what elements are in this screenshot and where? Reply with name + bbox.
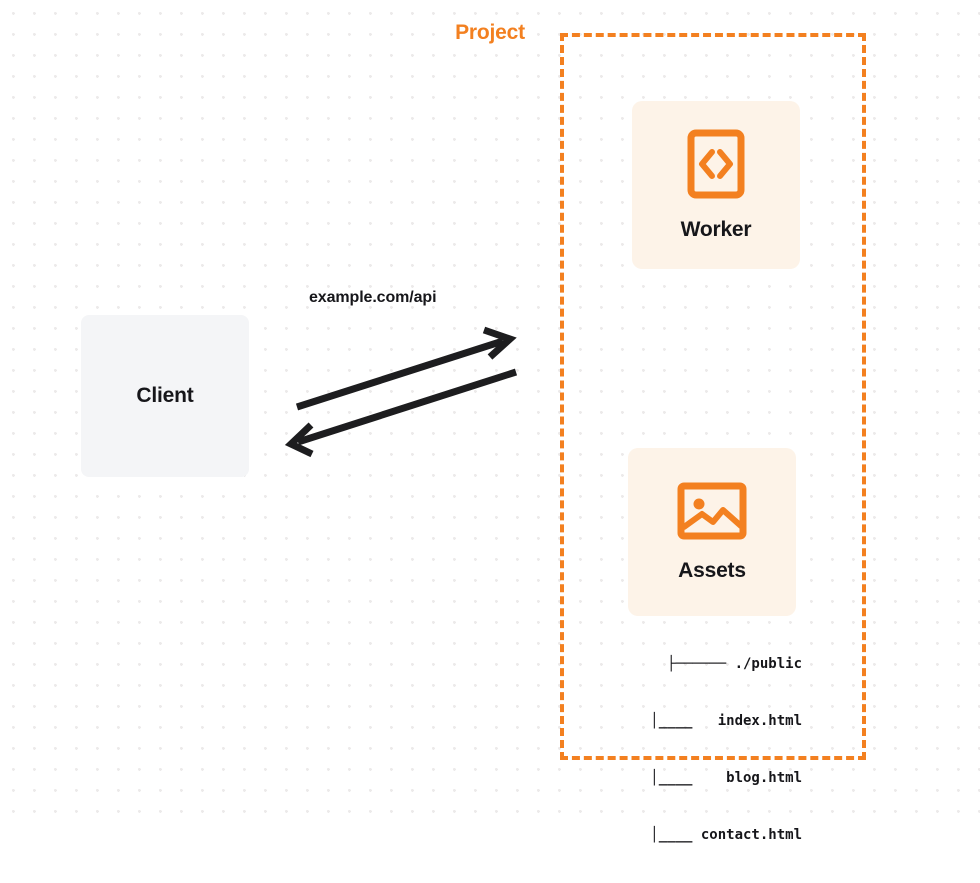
project-title: Project bbox=[448, 21, 532, 45]
worker-card[interactable]: Worker bbox=[632, 101, 800, 269]
response-arrow bbox=[284, 368, 518, 458]
image-photo-icon bbox=[677, 482, 747, 545]
diagram-canvas: Client example.com/api Project Worker bbox=[0, 0, 980, 843]
assets-file-tree: ├────── ./public │____ index.html │____ … bbox=[604, 617, 802, 883]
tree-row: │____ blog.html bbox=[633, 770, 802, 786]
request-arrow bbox=[295, 326, 517, 411]
client-label: Client bbox=[136, 384, 194, 407]
tree-row: │____ index.html bbox=[633, 713, 802, 729]
assets-label: Assets bbox=[678, 558, 746, 582]
project-boundary bbox=[560, 33, 866, 760]
client-node[interactable]: Client bbox=[81, 315, 249, 477]
assets-card[interactable]: Assets bbox=[628, 448, 796, 616]
worker-label: Worker bbox=[680, 217, 752, 241]
code-brackets-icon bbox=[687, 129, 745, 204]
connection-label: example.com/api bbox=[309, 289, 437, 306]
tree-row: │____ contact.html bbox=[633, 827, 802, 843]
tree-row: ├────── ./public bbox=[667, 656, 802, 672]
